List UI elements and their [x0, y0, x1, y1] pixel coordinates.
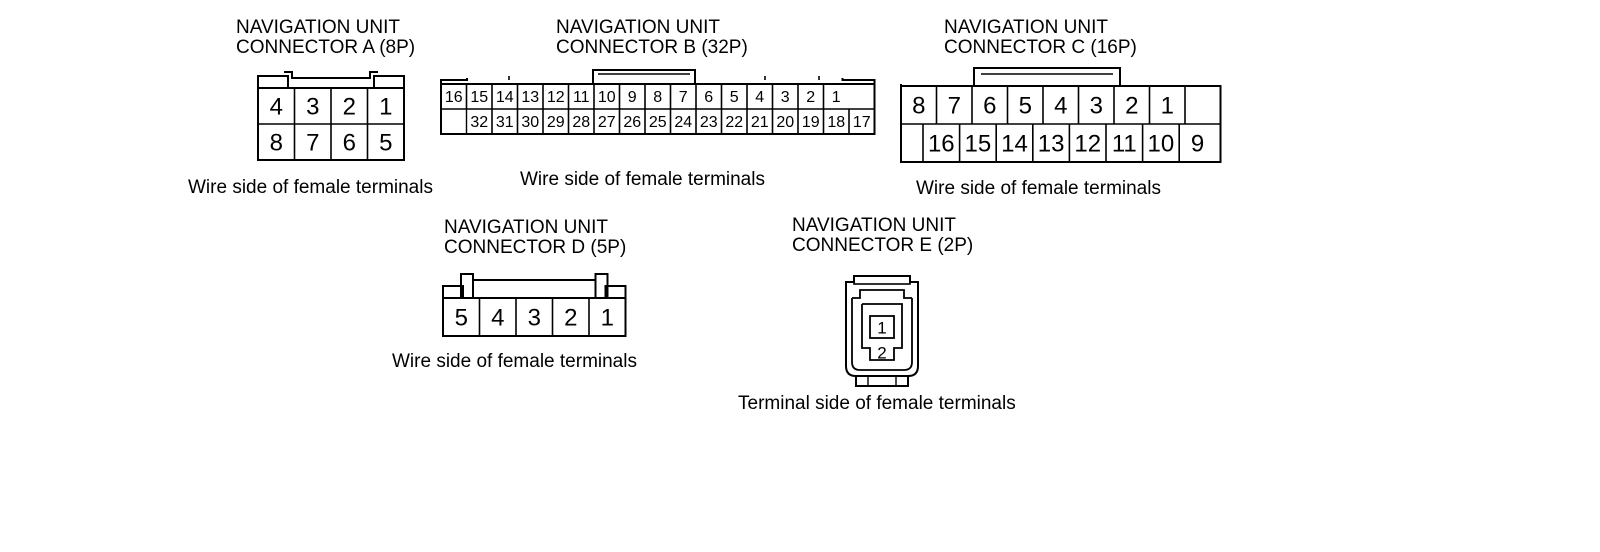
connector-b-terminal-11: 11 — [573, 89, 590, 106]
connector-c-caption: Wire side of female terminals — [916, 178, 1161, 199]
connector-c-terminal-2: 2 — [1125, 93, 1138, 120]
connector-b-terminal-24: 24 — [674, 114, 692, 131]
connector-d-terminal-2: 2 — [564, 305, 577, 332]
connector-b-terminal-16: 16 — [445, 89, 463, 106]
connector-e-caption: Terminal side of female terminals — [738, 393, 1016, 414]
connector-c-terminal-3: 3 — [1090, 93, 1103, 120]
connector-b-terminal-3: 3 — [781, 89, 790, 106]
connector-b-terminal-10: 10 — [598, 89, 616, 106]
connector-c-terminal-7: 7 — [948, 93, 961, 120]
connector-a-terminal-6: 6 — [343, 130, 356, 157]
connector-c-terminal-16: 16 — [928, 131, 955, 158]
connector-e-terminal-2: 2 — [877, 344, 886, 363]
connector-c-title-line2: CONNECTOR C (16P) — [944, 37, 1137, 58]
connector-b-latch — [592, 69, 696, 85]
connector-b-terminal-9: 9 — [628, 89, 637, 106]
connector-b-terminal-30: 30 — [521, 114, 539, 131]
connector-b-terminal-29: 29 — [547, 114, 565, 131]
connector-c-terminal-5: 5 — [1019, 93, 1032, 120]
connector-a-terminal-2: 2 — [343, 94, 356, 121]
connector-e-terminal-1: 1 — [877, 319, 886, 338]
connector-e-latch — [853, 275, 911, 285]
connector-b-title-line1: NAVIGATION UNIT — [556, 17, 720, 38]
connector-d-terminal-5: 5 — [455, 305, 468, 332]
connector-d-tab-left — [442, 285, 464, 298]
connector-e-shell-outer — [845, 290, 919, 377]
connector-b-terminal-23: 23 — [700, 114, 718, 131]
connector-e-shell-inner — [851, 298, 913, 371]
connector-c-terminal-6: 6 — [983, 93, 996, 120]
connector-d-terminal-4: 4 — [491, 305, 504, 332]
connector-b-caption: Wire side of female terminals — [520, 169, 765, 190]
connector-b-terminal-8: 8 — [653, 89, 662, 106]
connector-a-terminal-5: 5 — [379, 130, 392, 157]
connector-a-title-line2: CONNECTOR A (8P) — [236, 37, 416, 58]
connector-c-terminal-12: 12 — [1074, 131, 1101, 158]
connector-c-title-line1: NAVIGATION UNIT — [944, 17, 1108, 38]
connector-b-terminal-18: 18 — [827, 114, 845, 131]
connector-d-terminal-3: 3 — [528, 305, 541, 332]
connector-b-terminal-27: 27 — [598, 114, 616, 131]
connector-b-terminal-28: 28 — [572, 114, 590, 131]
connector-e-top — [845, 275, 919, 290]
connector-e-bottom-tab — [855, 376, 909, 387]
connector-b-terminal-7: 7 — [679, 89, 688, 106]
connector-c-terminal-1: 1 — [1161, 93, 1174, 120]
connector-b-terminal-26: 26 — [623, 114, 641, 131]
connector-c-terminal-13: 13 — [1038, 131, 1065, 158]
connector-b-terminal-1: 1 — [832, 89, 841, 106]
connector-a-terminal-3: 3 — [306, 94, 319, 121]
connector-b-terminal-14: 14 — [496, 89, 514, 106]
connector-b-terminal-20: 20 — [776, 114, 794, 131]
connector-b-terminal-15: 15 — [470, 89, 488, 106]
connector-c-terminal-11: 11 — [1112, 131, 1137, 158]
connector-c-latch — [973, 67, 1121, 87]
connector-b-terminal-25: 25 — [649, 114, 667, 131]
connector-b-terminal-21: 21 — [751, 114, 769, 131]
connector-d-body — [442, 297, 627, 337]
connector-d-title-line2: CONNECTOR D (5P) — [444, 237, 627, 258]
connector-c-terminal-9: 9 — [1191, 131, 1204, 158]
connector-b-terminal-4: 4 — [755, 89, 764, 106]
connector-b-terminal-31: 31 — [496, 114, 514, 131]
connector-b-tab-left — [440, 78, 468, 84]
connector-a-latch — [284, 71, 378, 79]
connector-b-terminal-12: 12 — [547, 89, 565, 106]
connector-d-terminal-1: 1 — [601, 305, 614, 332]
connector-e-title-line1: NAVIGATION UNIT — [792, 215, 956, 236]
connector-a-caption: Wire side of female terminals — [188, 177, 433, 198]
connector-b-terminal-13: 13 — [521, 89, 539, 106]
connector-c-terminal-15: 15 — [965, 131, 992, 158]
connector-a-terminal-1: 1 — [379, 94, 392, 121]
connector-e-cavity — [861, 303, 903, 361]
connector-d-tab-right — [604, 285, 627, 298]
connector-c-terminal-14: 14 — [1001, 131, 1028, 158]
connector-a-terminal-8: 8 — [270, 130, 283, 157]
connector-b-terminal-17: 17 — [853, 114, 871, 131]
connector-b-terminal-5: 5 — [730, 89, 739, 106]
connector-b-terminal-19: 19 — [802, 114, 820, 131]
connector-c-terminal-4: 4 — [1054, 93, 1067, 120]
connector-e-title-line2: CONNECTOR E (2P) — [792, 235, 974, 256]
connector-b-title-line2: CONNECTOR B (32P) — [556, 37, 748, 58]
connector-c-terminal-8: 8 — [912, 93, 925, 120]
connector-b-terminal-22: 22 — [725, 114, 743, 131]
connector-e-pin-box — [869, 315, 895, 339]
connector-e-inner-ledge — [852, 289, 912, 299]
connector-b-terminal-32: 32 — [470, 114, 488, 131]
connector-d-caption: Wire side of female terminals — [392, 351, 637, 372]
connector-a-title-line1: NAVIGATION UNIT — [236, 17, 400, 38]
connector-c-terminal-10: 10 — [1148, 131, 1175, 158]
connector-b-tab-right — [841, 78, 876, 84]
connector-a-terminal-7: 7 — [306, 130, 319, 157]
connector-b-terminal-6: 6 — [704, 89, 713, 106]
connector-d-title-line1: NAVIGATION UNIT — [444, 217, 608, 238]
connector-b-terminal-2: 2 — [806, 89, 815, 106]
connector-a-terminal-4: 4 — [270, 94, 283, 121]
